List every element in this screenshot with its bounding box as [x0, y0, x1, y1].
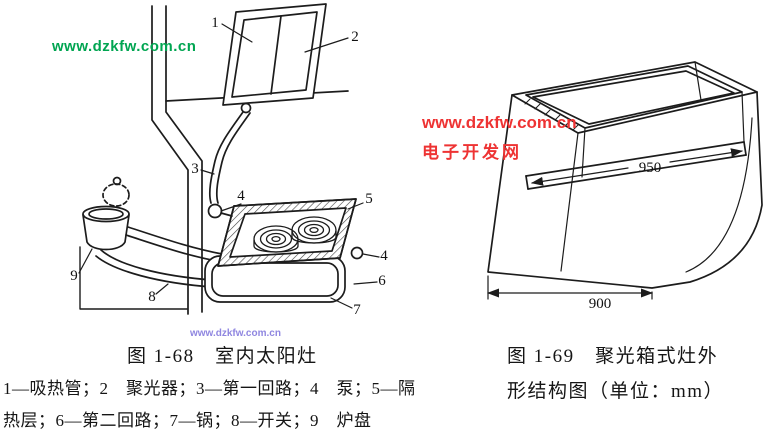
insulation-layer [217, 198, 357, 267]
side-curve-inner [685, 117, 753, 273]
figure-1-69-diagram: 950 900 [487, 61, 763, 312]
second-loop-pipes [95, 226, 223, 288]
stand-lines [79, 246, 188, 310]
heating-coils [253, 216, 337, 253]
watermark-small-url: www.dzkfw.com.cn [190, 328, 281, 339]
part-label-3: 3 [191, 161, 199, 177]
first-loop-pipe [207, 111, 251, 219]
inner-shelf-frame [525, 91, 747, 190]
box-silhouette [487, 61, 763, 289]
watermark-red-name: 电子开发网 [422, 143, 522, 162]
dimension-900-label: 900 [589, 296, 612, 312]
solar-collector-panel [222, 3, 327, 114]
figure-1-68-diagram: 1 2 3 4 5 4 6 7 8 9 [70, 3, 388, 318]
rim-hatch-ticks [524, 98, 579, 131]
dimension-lines [487, 148, 743, 300]
pump-circle [207, 203, 223, 219]
part-label-4a: 4 [237, 188, 245, 204]
label-leader-lines [78, 23, 380, 309]
part-label-6: 6 [378, 273, 386, 289]
part-label-5: 5 [365, 191, 373, 207]
part-label-7: 7 [353, 302, 361, 318]
far-corner-edge [694, 61, 702, 101]
legend-line-1: 1—吸热管；2 聚光器；3—第一回路；4 泵；5—隔 [3, 379, 416, 398]
part-label-8: 8 [148, 289, 156, 305]
watermark-green-url: www.dzkfw.com.cn [52, 38, 197, 55]
pot [82, 176, 130, 251]
dimension-950-label: 950 [639, 160, 662, 176]
part-label-4b: 4 [380, 248, 388, 264]
watermark-red-url: www.dzkfw.com.cn [422, 113, 577, 132]
figure-1-68-caption: 图 1-68 室内太阳灶 [127, 346, 318, 367]
part-label-9: 9 [70, 268, 78, 284]
pot-lid-dashed [102, 183, 130, 207]
lid-knob [112, 176, 122, 186]
figure-1-69-caption-line1: 图 1-69 聚光箱式灶外 [507, 346, 719, 367]
legend-line-2: 热层；6—第二回路；7—锅；8—开关；9 炉盘 [3, 411, 372, 430]
part-label-1: 1 [211, 15, 219, 31]
panel-outlet [240, 102, 252, 114]
figure-1-69-caption-line2: 形结构图（单位：mm） [507, 381, 725, 402]
front-divider-edge [560, 132, 579, 272]
valve-circle [350, 246, 364, 260]
part-label-2: 2 [351, 29, 359, 45]
